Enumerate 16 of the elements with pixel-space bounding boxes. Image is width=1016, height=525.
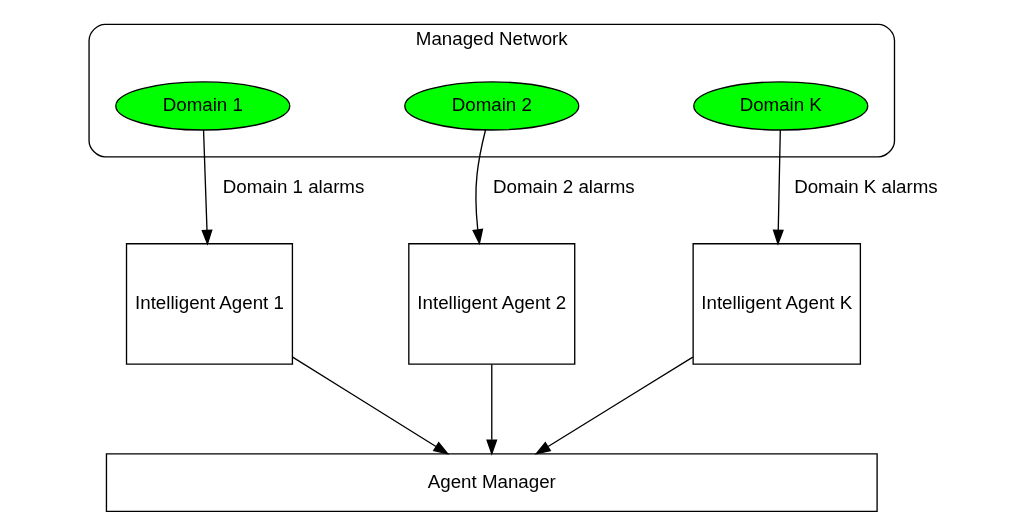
arrow [471,129,486,246]
edge-label: Domain K alarms [793,175,938,197]
arrow [534,356,693,455]
node-box: Intelligent Agent K [691,243,861,365]
arrow [291,356,449,455]
edge-label: Domain 1 alarms [222,175,364,197]
node-ellipse: Domain K [692,81,868,131]
node-box: Intelligent Agent 2 [407,243,575,365]
edge-label: Domain 2 alarms [492,175,635,197]
arrow [772,129,784,246]
arrow [200,129,213,246]
node-ellipse: Domain 1 [114,81,290,131]
node-box: Intelligent Agent 1 [125,243,293,365]
arrow [485,363,497,456]
node-ellipse: Domain 2 [403,81,579,131]
node-box: Agent Manager [105,453,878,513]
